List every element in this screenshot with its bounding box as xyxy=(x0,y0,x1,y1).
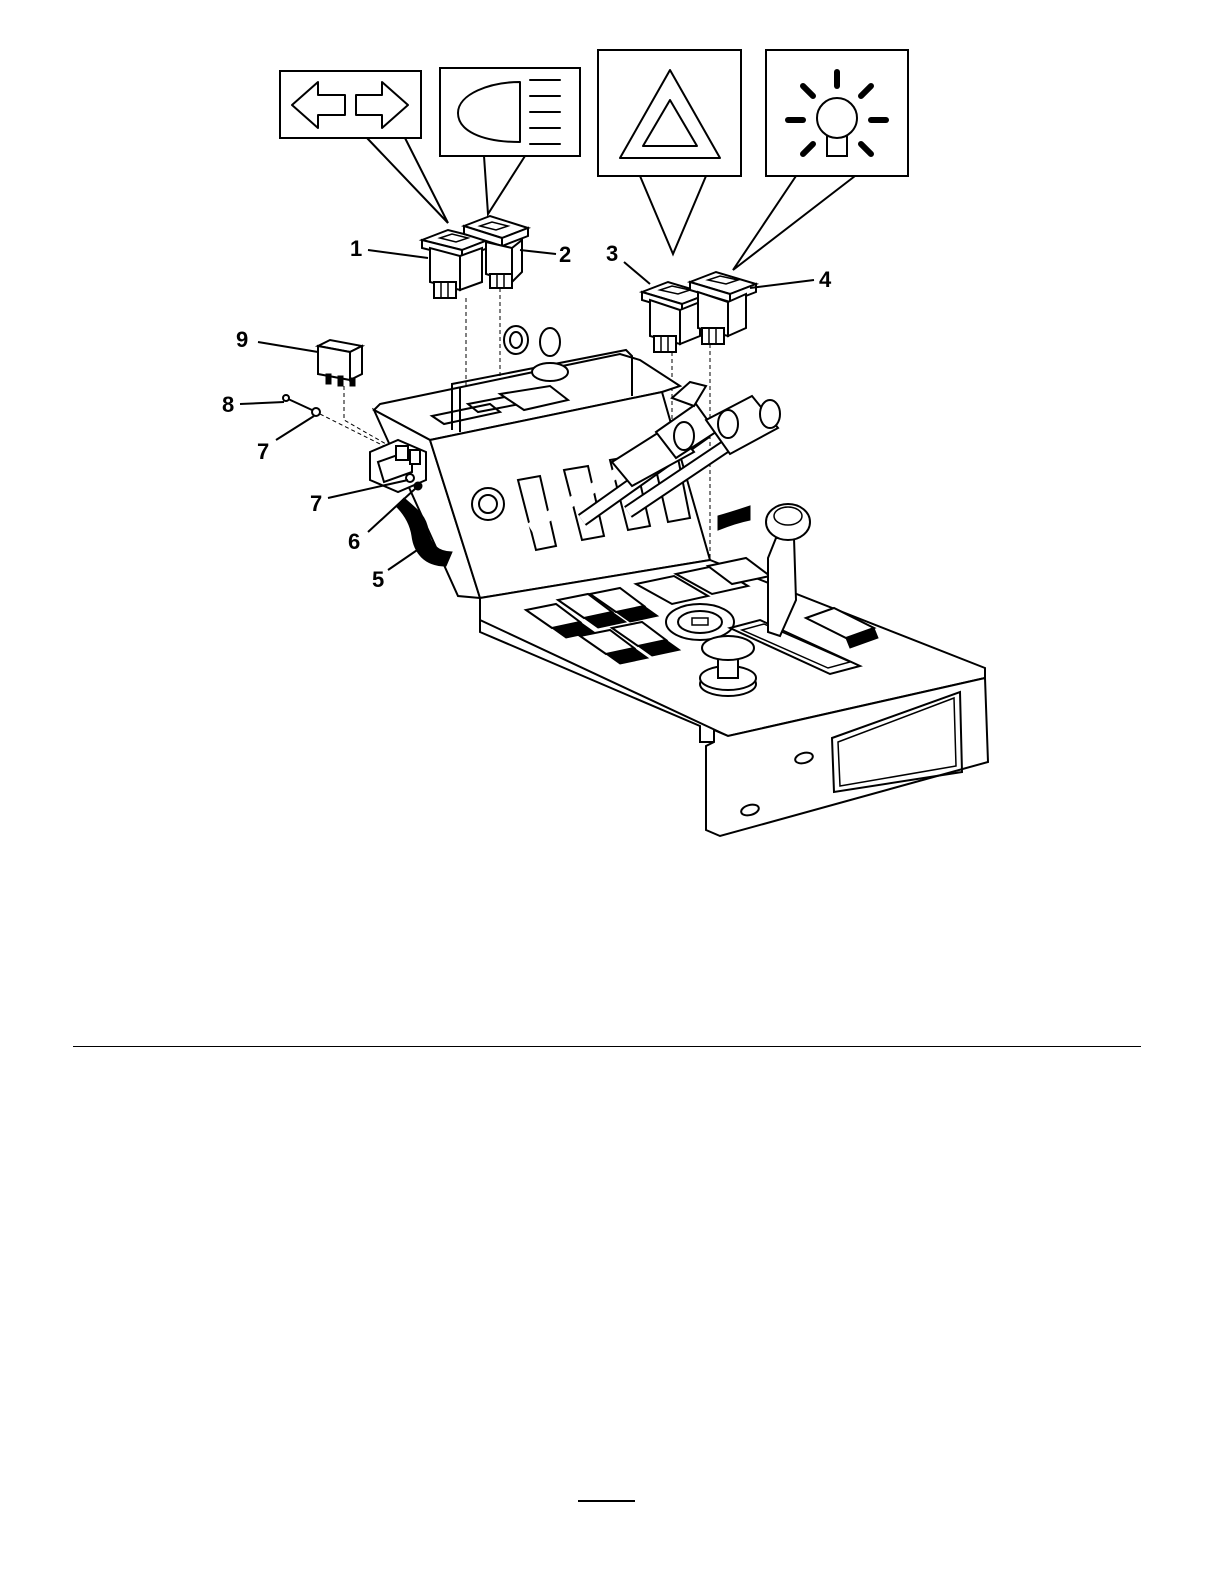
callout-5: 5 xyxy=(372,567,384,592)
work-light-icon xyxy=(788,72,886,156)
headlight-symbol-box xyxy=(440,68,580,156)
callout-7-lower: 7 xyxy=(310,491,322,516)
page-divider xyxy=(73,1046,1141,1047)
rocker-switch-1 xyxy=(422,230,488,298)
callout-6: 6 xyxy=(348,529,360,554)
turn-signal-arrows-icon xyxy=(292,82,408,128)
nut-7-upper xyxy=(312,408,320,416)
callout-4: 4 xyxy=(819,267,832,292)
callout-1: 1 xyxy=(350,236,362,261)
callout-9: 9 xyxy=(236,327,248,352)
console-body xyxy=(370,326,988,836)
hazard-symbol-box xyxy=(598,50,741,176)
callout-7-upper: 7 xyxy=(257,439,269,464)
callout-8: 8 xyxy=(222,392,234,417)
relay-9 xyxy=(318,340,362,386)
callout-2: 2 xyxy=(559,242,571,267)
work-light-symbol-box xyxy=(766,50,908,176)
screw-8 xyxy=(283,395,312,410)
callout-3: 3 xyxy=(606,241,618,266)
turn-signal-symbol-box xyxy=(280,71,421,138)
hazard-triangle-icon xyxy=(620,70,720,158)
footer-rule xyxy=(578,1500,635,1502)
headlight-icon xyxy=(458,80,560,144)
